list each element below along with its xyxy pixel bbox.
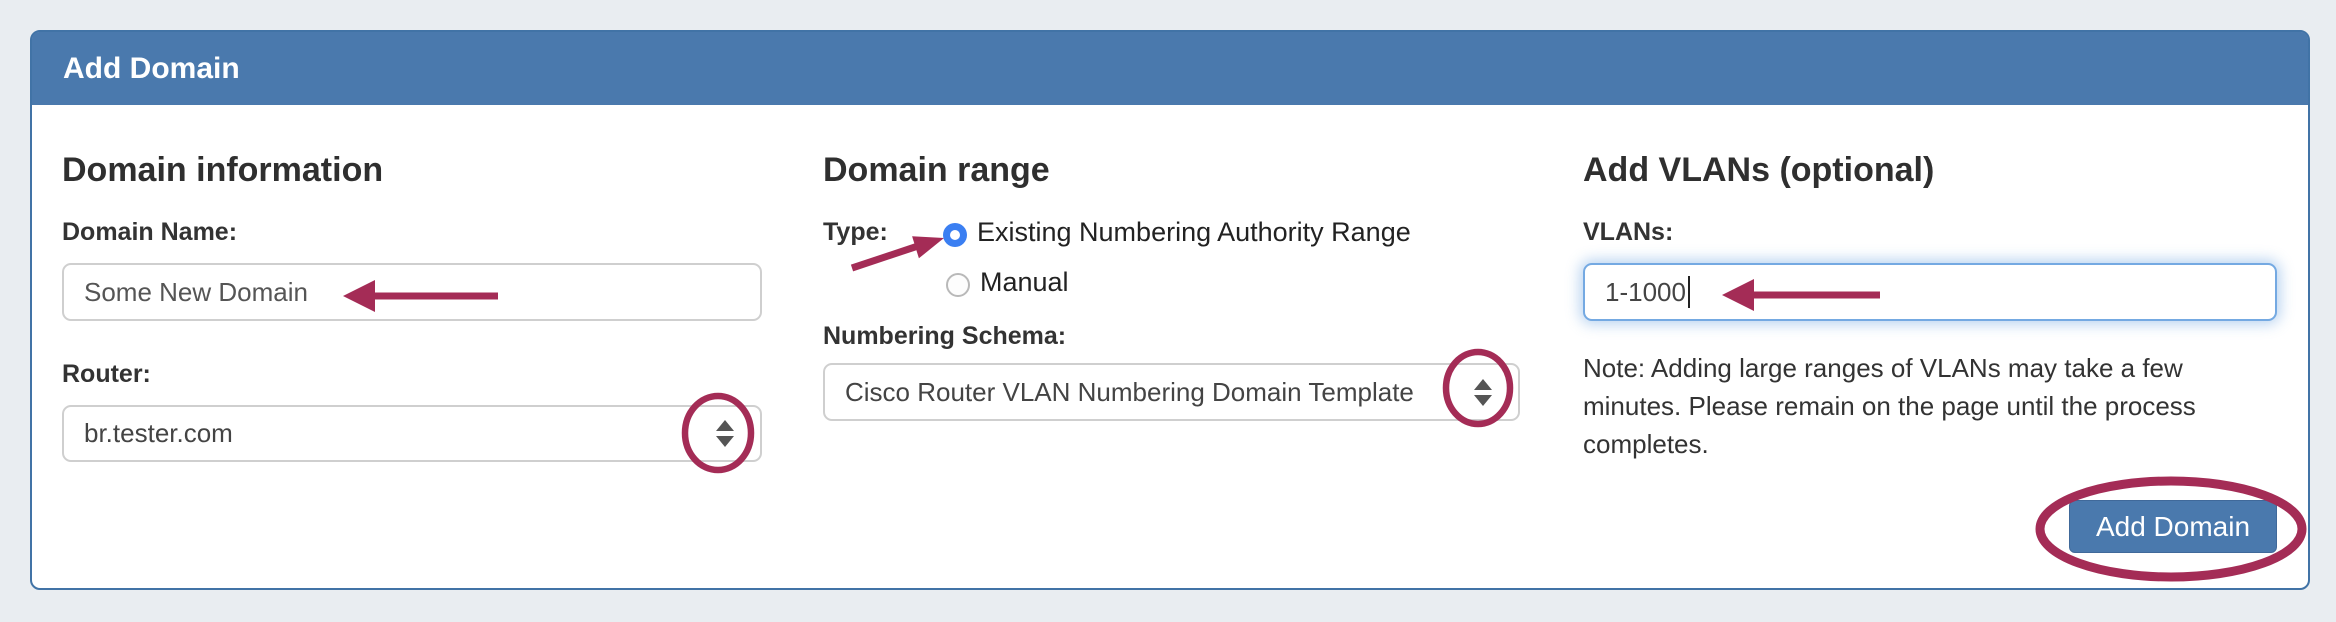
router-select[interactable]: br.tester.com [62,405,762,462]
numbering-schema-selected-value: Cisco Router VLAN Numbering Domain Templ… [845,376,1414,407]
vlans-note: Note: Adding large ranges of VLANs may t… [1583,353,2196,459]
numbering-schema-select[interactable]: Cisco Router VLAN Numbering Domain Templ… [823,363,1520,421]
vlans-label: VLANs: [1583,218,1674,246]
radio-label-existing-numbering-authority-range[interactable]: Existing Numbering Authority Range [977,217,1411,247]
domain-name-value: Some New Domain [84,276,308,307]
add-domain-button[interactable]: Add Domain [2069,500,2277,553]
router-selected-value: br.tester.com [84,418,233,448]
radio-manual[interactable] [946,273,970,297]
select-caret-icon [1474,378,1492,406]
add-domain-panel: Add Domain Domain information Domain Nam… [30,30,2310,590]
select-caret-icon [716,420,734,447]
domain-name-input[interactable]: Some New Domain [62,263,762,321]
router-label: Router: [62,360,151,388]
numbering-schema-label: Numbering Schema: [823,322,1067,350]
text-cursor [1687,276,1690,308]
domain-range-heading: Domain range [823,151,1050,189]
radio-existing-numbering-authority-range[interactable] [943,223,967,247]
radio-label-manual[interactable]: Manual [980,267,1069,297]
domain-name-label: Domain Name: [62,218,238,246]
type-label: Type: [823,218,888,246]
add-vlans-heading: Add VLANs (optional) [1583,151,1935,189]
vlans-value: 1-1000 [1605,276,1686,307]
vlans-input[interactable]: 1-1000 [1583,263,2277,321]
panel-header: Add Domain [32,32,2308,105]
panel-body: Domain information Domain Name: Some New… [32,105,2308,588]
panel-title: Add Domain [63,51,240,85]
domain-information-heading: Domain information [62,151,384,189]
